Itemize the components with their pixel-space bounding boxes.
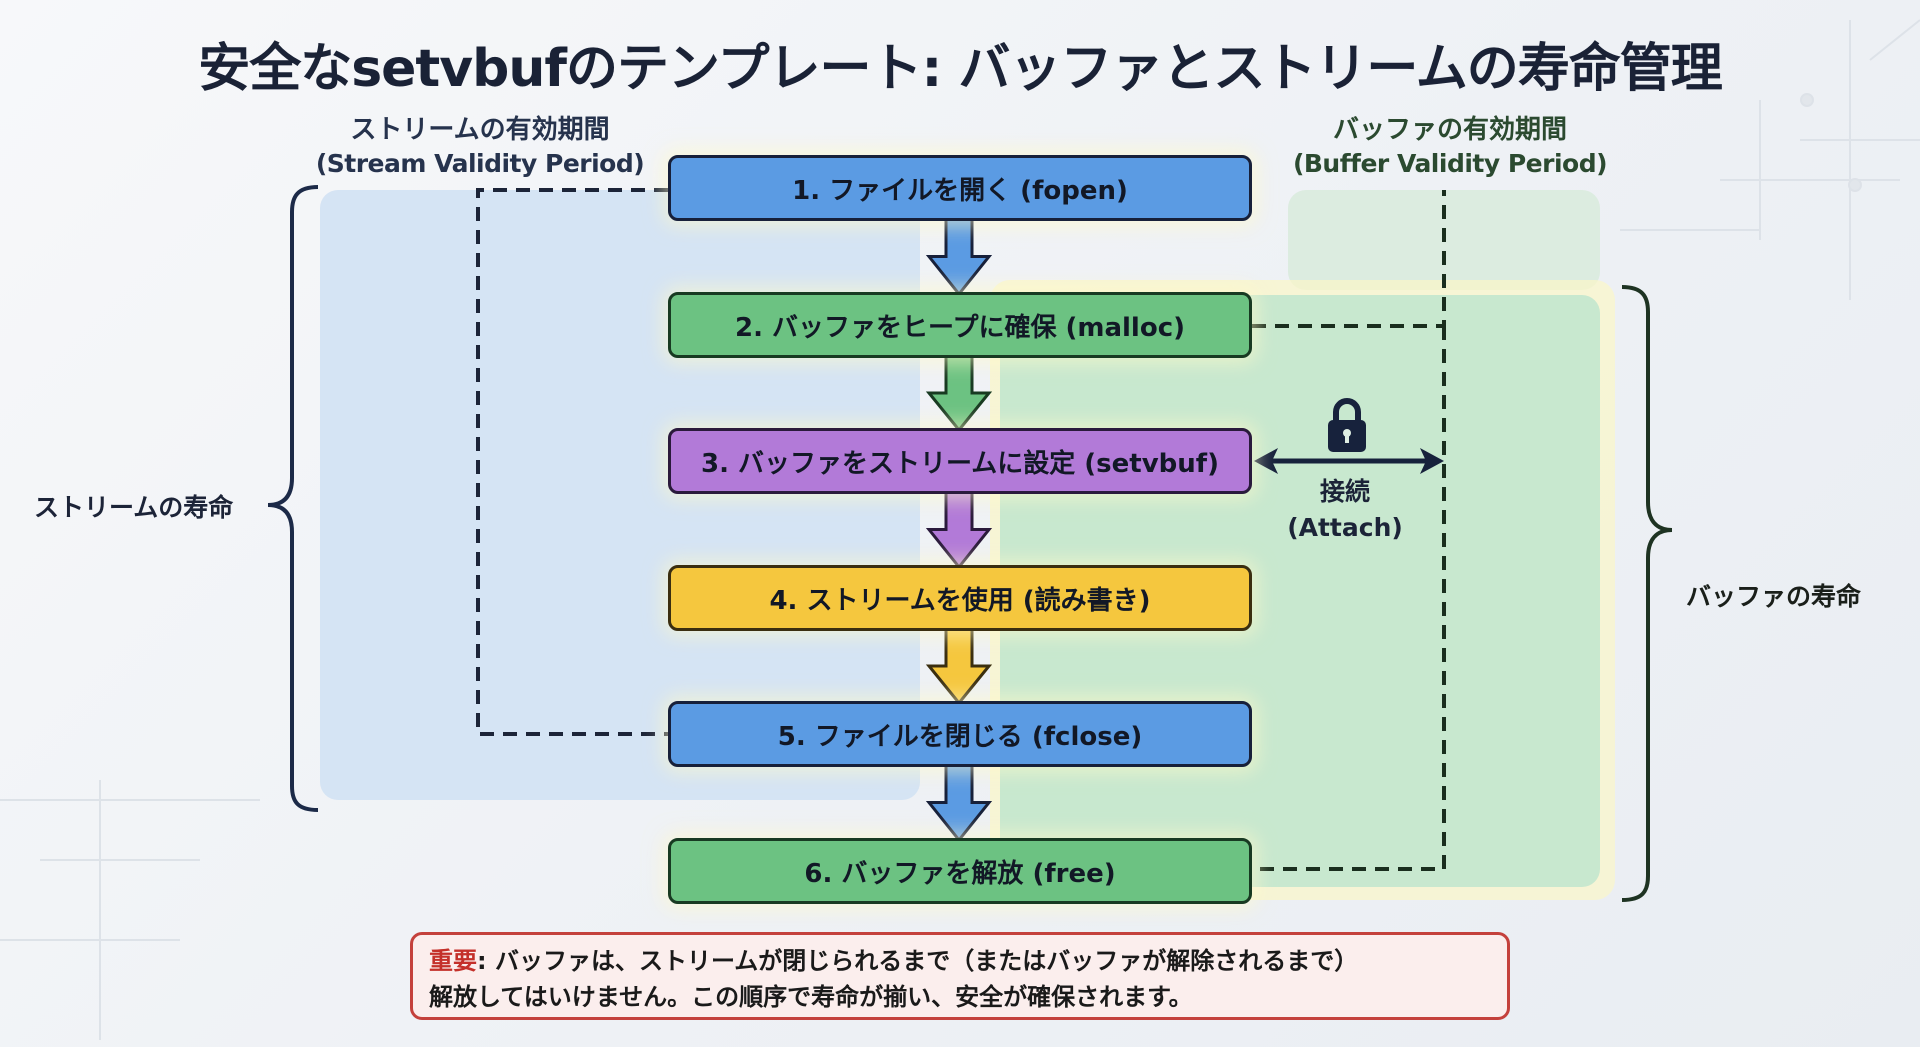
buffer-validity-period-label: バッファの有効期間 (Buffer Validity Period) xyxy=(1260,113,1640,181)
buffer-lifetime-brace xyxy=(1621,285,1673,902)
stream-lifetime-brace xyxy=(267,185,319,812)
flow-arrow-2-to-3 xyxy=(925,354,993,433)
stream-lifetime-label: ストリームの寿命 xyxy=(34,493,234,522)
flow-arrow-3-to-4 xyxy=(925,490,993,570)
step-5-fclose: 5. ファイルを閉じる (fclose) xyxy=(668,701,1252,767)
attach-label: 接続 (Attach) xyxy=(1270,474,1420,546)
flow-arrow-4-to-5 xyxy=(925,627,993,706)
stream-validity-period-label: ストリームの有効期間 (Stream Validity Period) xyxy=(300,113,660,181)
buffer-validity-label-ja: バッファの有効期間 xyxy=(1332,115,1567,145)
stream-validity-label-en: (Stream Validity Period) xyxy=(315,149,645,178)
stream-validity-dashed-line xyxy=(476,188,668,736)
warning-highlight: 重要 xyxy=(429,947,477,975)
buffer-validity-label-en: (Buffer Validity Period) xyxy=(1292,149,1608,178)
flow-arrow-5-to-6 xyxy=(925,763,993,843)
warning-note: 重要: バッファは、ストリームが閉じられるまで（またはバッファが解除されるまで）… xyxy=(410,932,1510,1020)
lock-icon xyxy=(1328,398,1366,452)
circuit-decoration xyxy=(0,19,1920,1040)
step-2-malloc: 2. バッファをヒープに確保 (malloc) xyxy=(668,292,1252,358)
attach-label-ja: 接続 xyxy=(1319,477,1370,506)
step-3-setvbuf: 3. バッファをストリームに設定 (setvbuf) xyxy=(668,428,1252,494)
page-title: 安全なsetvbufのテンプレート: バッファとストリームの寿命管理 xyxy=(198,39,1723,99)
attach-double-arrow xyxy=(1254,448,1444,474)
step-4-use-stream: 4. ストリームを使用 (読み書き) xyxy=(668,565,1252,631)
step-1-fopen: 1. ファイルを開く (fopen) xyxy=(668,155,1252,221)
flow-arrow-1-to-2 xyxy=(925,217,993,297)
warning-line-2: 解放してはいけません。この順序で寿命が揃い、安全が確保されます。 xyxy=(429,983,1193,1011)
warning-text-1: : バッファは、ストリームが閉じられるまで（またはバッファが解除されるまで） xyxy=(477,947,1359,975)
buffer-lifetime-label: バッファの寿命 xyxy=(1686,582,1862,611)
warning-line-1: 重要: バッファは、ストリームが閉じられるまで（またはバッファが解除されるまで） xyxy=(429,943,1491,979)
stream-validity-label-ja: ストリームの有効期間 xyxy=(350,115,610,145)
buffer-validity-dashed-line xyxy=(1252,190,1446,871)
step-6-free: 6. バッファを解放 (free) xyxy=(668,838,1252,904)
attach-label-en: (Attach) xyxy=(1287,513,1403,542)
